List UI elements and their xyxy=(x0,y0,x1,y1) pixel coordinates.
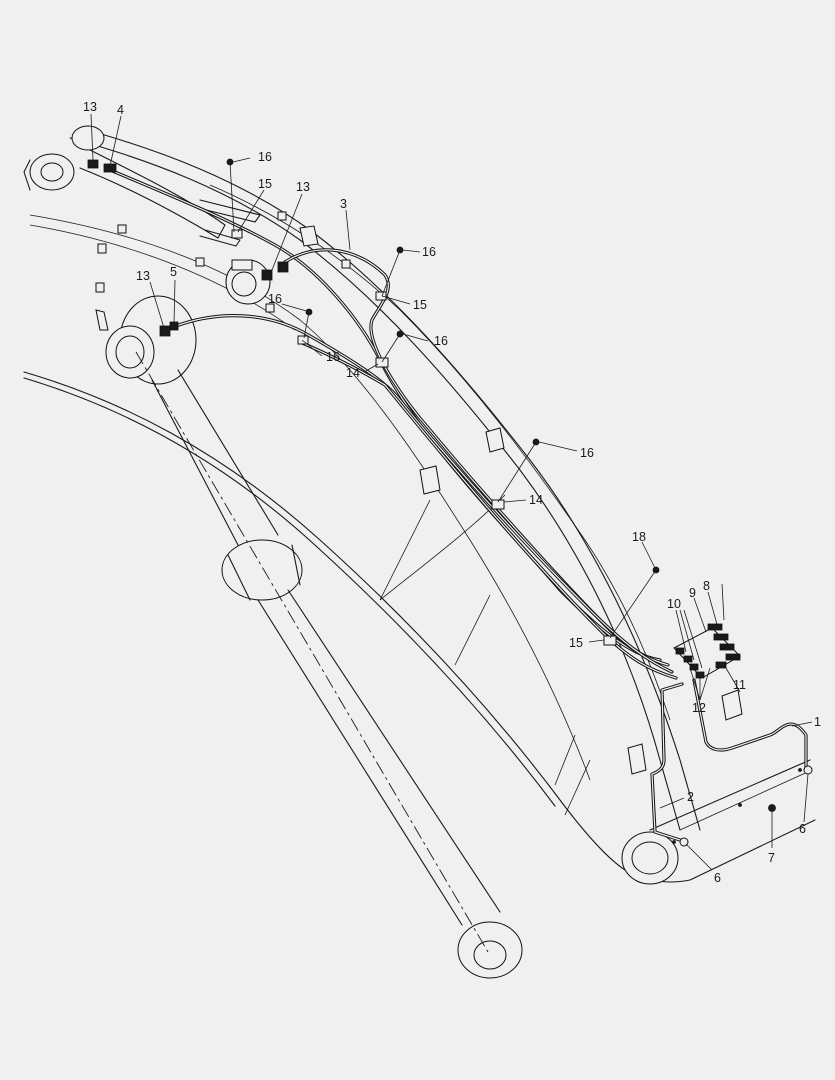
callout-16-a: 16 xyxy=(258,150,272,164)
callout-16-b: 16 xyxy=(422,245,436,259)
callout-16-d: 16 xyxy=(434,334,448,348)
callout-6-b: 6 xyxy=(799,822,806,836)
callout-15-c: 16 xyxy=(326,350,340,364)
callout-8: 8 xyxy=(703,579,710,593)
hoses xyxy=(108,168,808,842)
callout-15-b: 15 xyxy=(413,298,427,312)
callout-15-a: 15 xyxy=(258,177,272,191)
callout-6-a: 6 xyxy=(714,871,721,885)
callout-10: 10 xyxy=(667,597,681,611)
mounting-pads xyxy=(95,211,743,775)
fittings xyxy=(87,158,813,847)
boom-cylinder xyxy=(105,295,523,979)
callout-16-e: 16 xyxy=(580,446,594,460)
callout-12: 12 xyxy=(692,701,706,715)
callout-13-c: 13 xyxy=(136,269,150,283)
callout-16-c: 16 xyxy=(268,292,282,306)
callout-3: 3 xyxy=(340,197,347,211)
callout-2: 2 xyxy=(687,790,694,804)
boom-upper-boss xyxy=(71,125,105,151)
callout-13-b: 13 xyxy=(296,180,310,194)
leader-lines xyxy=(90,113,813,871)
callout-16-f: 18 xyxy=(632,530,646,544)
callout-1: 1 xyxy=(814,715,821,729)
callout-9: 9 xyxy=(689,586,696,600)
callout-11: 11 xyxy=(733,678,746,692)
callout-13-a: 13 xyxy=(83,100,97,114)
callout-5: 5 xyxy=(170,265,177,279)
callout-7: 7 xyxy=(768,851,775,865)
boom-body xyxy=(23,125,816,885)
center-boss xyxy=(225,259,271,305)
callout-14-b: 14 xyxy=(529,493,543,507)
callout-4: 4 xyxy=(117,103,124,117)
callout-labels: 13 4 16 15 13 3 16 13 5 16 15 16 16 14 1… xyxy=(83,100,821,885)
callout-14-a: 14 xyxy=(346,366,360,380)
callout-14-c: 15 xyxy=(569,636,583,650)
